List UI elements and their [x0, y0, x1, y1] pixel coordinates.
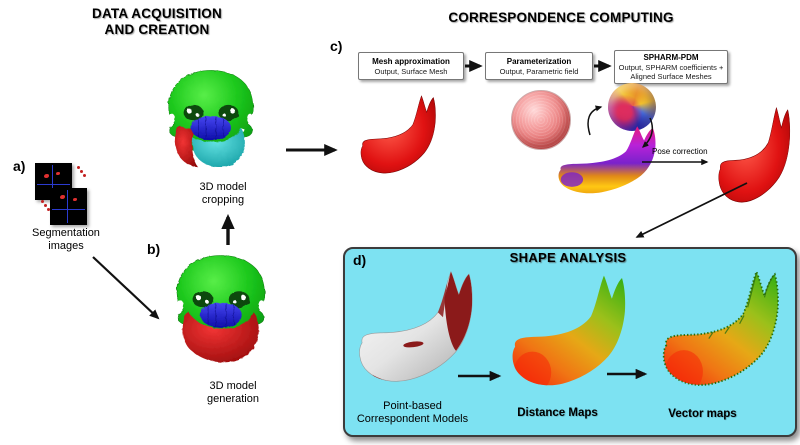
mandible-point-based-model	[359, 270, 473, 382]
title-line: CORRESPONDENCE COMPUTING	[448, 10, 674, 25]
pipeline-box-parameterization: Parameterization Output, Parametric fiel…	[485, 52, 593, 80]
mandible-surface-mesh-red	[360, 95, 436, 174]
pipeline-box-mesh-approximation: Mesh approximation Output, Surface Mesh	[358, 52, 464, 80]
dot	[47, 208, 50, 211]
mandible-pose-corrected-red	[718, 107, 791, 203]
caption-line: Point-based	[383, 400, 442, 412]
segmentation-blob	[44, 174, 49, 178]
crosshair-line	[37, 184, 70, 186]
arrow-segmentation-to-generation	[92, 256, 160, 320]
pipeline-box-subtitle: Output, SPHARM coefficients + Aligned Su…	[618, 63, 724, 81]
parametric-sphere	[511, 90, 571, 150]
dot	[80, 170, 83, 173]
caption-line: Segmentation	[32, 227, 100, 239]
shape-analysis-title: SHAPE ANALYSIS	[509, 250, 627, 265]
title-line: AND CREATION	[104, 21, 210, 37]
crosshair-line	[67, 190, 69, 223]
section-title-data-acquisition: DATA ACQUISITION AND CREATION	[62, 6, 252, 37]
crosshair-line	[52, 165, 54, 198]
mandible-parameterized-colored	[558, 126, 656, 194]
skull-3d-model-cropping	[168, 70, 254, 168]
pipeline-box-title: SPHARM-PDM	[643, 53, 699, 62]
caption-vector-maps: Vector maps	[668, 408, 737, 420]
dot	[44, 204, 47, 207]
caption-line: 3D model	[209, 380, 257, 392]
mandible-distance-map	[512, 275, 626, 386]
segmentation-images-figure	[33, 161, 115, 231]
dot	[77, 166, 80, 169]
pose-correction-label: Pose correction	[652, 147, 708, 156]
caption-line: Correspondent Models	[356, 412, 469, 425]
caption-line: cropping	[201, 193, 245, 206]
pipeline-box-title: Mesh approximation	[372, 56, 450, 66]
step-label-a: a)	[13, 158, 26, 174]
caption-line: generation	[207, 392, 259, 405]
step-label-c: c)	[330, 38, 343, 54]
dot	[41, 200, 44, 203]
pipeline-box-title: Parameterization	[506, 56, 572, 66]
skull-3d-model-generation	[176, 255, 266, 363]
pipeline-box-subtitle: Output, Surface Mesh	[374, 66, 448, 76]
step-label-b: b)	[147, 241, 161, 257]
segmentation-blob	[73, 198, 77, 201]
caption-line: 3D model	[199, 181, 247, 193]
title-line: DATA ACQUISITION	[92, 6, 222, 21]
caption-segmentation-images: Segmentation images	[10, 227, 122, 253]
section-title-correspondence: CORRESPONDENCE COMPUTING	[436, 10, 686, 26]
caption-distance-maps: Distance Maps	[517, 407, 598, 419]
caption-3d-model-generation: 3D model generation	[188, 380, 278, 406]
pipeline-box-spharm-pdm: SPHARM-PDM Output, SPHARM coefficients +…	[614, 50, 728, 84]
dot	[83, 174, 86, 177]
crosshair-line	[52, 209, 85, 211]
mandible-vector-map	[662, 269, 779, 386]
caption-point-based-models: Point-based Correspondent Models	[345, 400, 480, 426]
caption-line: images	[48, 239, 84, 252]
segmentation-blob	[56, 172, 60, 175]
pipeline-box-subtitle: Output, Parametric field	[499, 66, 579, 76]
step-label-d: d)	[353, 252, 367, 268]
segmentation-slice-2	[50, 188, 87, 225]
caption-3d-model-cropping: 3D model cropping	[178, 181, 268, 207]
segmentation-blob	[60, 195, 65, 199]
